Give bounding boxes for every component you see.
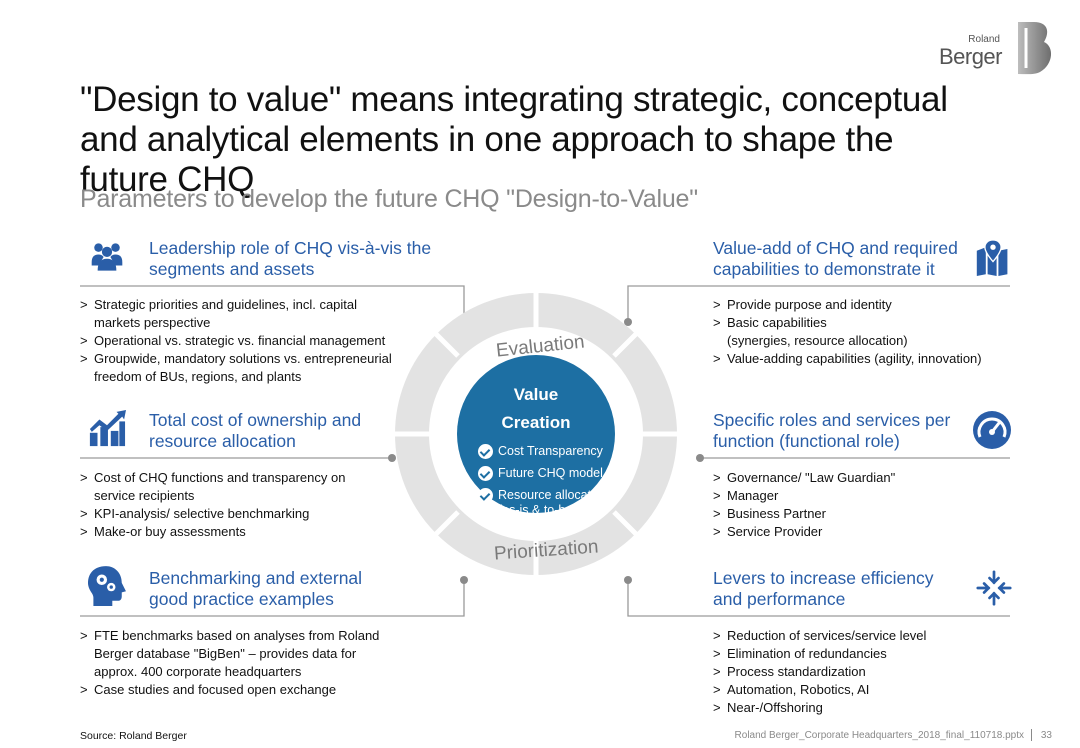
tco-title: Total cost of ownership and resource all… xyxy=(149,410,362,451)
center-item-future: Future CHQ model xyxy=(478,466,603,481)
list-item: Basic capabilities xyxy=(713,314,1013,332)
list-item: Manager xyxy=(713,487,973,505)
list-item: Strategic priorities and guidelines, inc… xyxy=(80,296,400,332)
file-name: Roland Berger_Corporate Headquarters_201… xyxy=(734,730,1024,741)
list-item: Reduction of services/service level xyxy=(713,627,973,645)
people-group-icon xyxy=(91,243,123,271)
page-number: 33 xyxy=(1040,730,1052,741)
logo-small-text: Roland xyxy=(968,34,1000,45)
page-title: "Design to value" means integrating stra… xyxy=(80,80,948,199)
footer-divider xyxy=(1031,729,1032,741)
list-item: Elimination of redundancies xyxy=(713,645,973,663)
list-item: Automation, Robotics, AI xyxy=(713,681,973,699)
list-item: Operational vs. strategic vs. financial … xyxy=(80,332,400,350)
list-item: Case studies and focused open exchange xyxy=(80,681,400,699)
list-item: Governance/ "Law Guardian" xyxy=(713,469,973,487)
compress-arrows-icon xyxy=(976,570,1012,606)
growth-chart-icon xyxy=(89,410,126,447)
creation-title: Creation xyxy=(501,413,571,432)
benchmarking-title: Benchmarking and external good practice … xyxy=(149,568,363,609)
checkmark-icon xyxy=(478,488,493,503)
list-item: Groupwide, mandatory solutions vs. entre… xyxy=(80,350,400,386)
levers-title: Levers to increase efficiency and perfor… xyxy=(713,568,934,609)
logo-b-mark xyxy=(1018,22,1052,75)
valueadd-bullets: Provide purpose and identity Basic capab… xyxy=(713,296,1013,368)
value-creation-circle: Value Creation Cost Transparency Future … xyxy=(457,355,615,517)
gauge-icon xyxy=(973,411,1011,449)
list-item: Provide purpose and identity xyxy=(713,296,1013,314)
list-item: FTE benchmarks based on analyses from Ro… xyxy=(80,627,400,681)
list-item: Near-/Offshoring xyxy=(713,699,973,717)
list-item: Cost of CHQ functions and transparency o… xyxy=(80,469,370,505)
list-item: Value-adding capabilities (agility, inno… xyxy=(713,350,1013,368)
valueadd-title: Value-add of CHQ and required capabiliti… xyxy=(713,238,958,279)
center-item-cost: Cost Transparency xyxy=(478,444,603,459)
list-item: Process standardization xyxy=(713,663,973,681)
list-item: Service Provider xyxy=(713,523,973,541)
center-item-resource: Resource allocation (as-is & to-be) xyxy=(478,488,608,518)
map-pin-icon xyxy=(976,240,1008,276)
roland-berger-logo: Roland Berger xyxy=(939,20,1054,76)
roles-title: Specific roles and services per function… xyxy=(713,410,951,451)
checkmark-icon xyxy=(478,444,493,459)
leadership-bullets: Strategic priorities and guidelines, inc… xyxy=(80,296,400,386)
checkmark-icon xyxy=(478,466,493,481)
evaluation-ring xyxy=(394,292,678,576)
value-title: Value xyxy=(513,385,559,404)
tco-bullets: Cost of CHQ functions and transparency o… xyxy=(80,469,370,541)
levers-bullets: Reduction of services/service level Elim… xyxy=(713,627,973,717)
head-gears-icon xyxy=(88,566,126,606)
leadership-title: Leadership role of CHQ vis-à-vis the seg… xyxy=(149,238,432,279)
logo-big-text: Berger xyxy=(938,44,1003,69)
list-item: Make-or buy assessments xyxy=(80,523,370,541)
list-item: KPI-analysis/ selective benchmarking xyxy=(80,505,370,523)
roles-bullets: Governance/ "Law Guardian" Manager Busin… xyxy=(713,469,973,541)
list-item-sub: (synergies, resource allocation) xyxy=(727,333,908,348)
page-subtitle: Parameters to develop the future CHQ "De… xyxy=(80,185,698,213)
list-item: Business Partner xyxy=(713,505,973,523)
benchmarking-bullets: FTE benchmarks based on analyses from Ro… xyxy=(80,627,400,699)
source-note: Source: Roland Berger xyxy=(80,730,187,742)
